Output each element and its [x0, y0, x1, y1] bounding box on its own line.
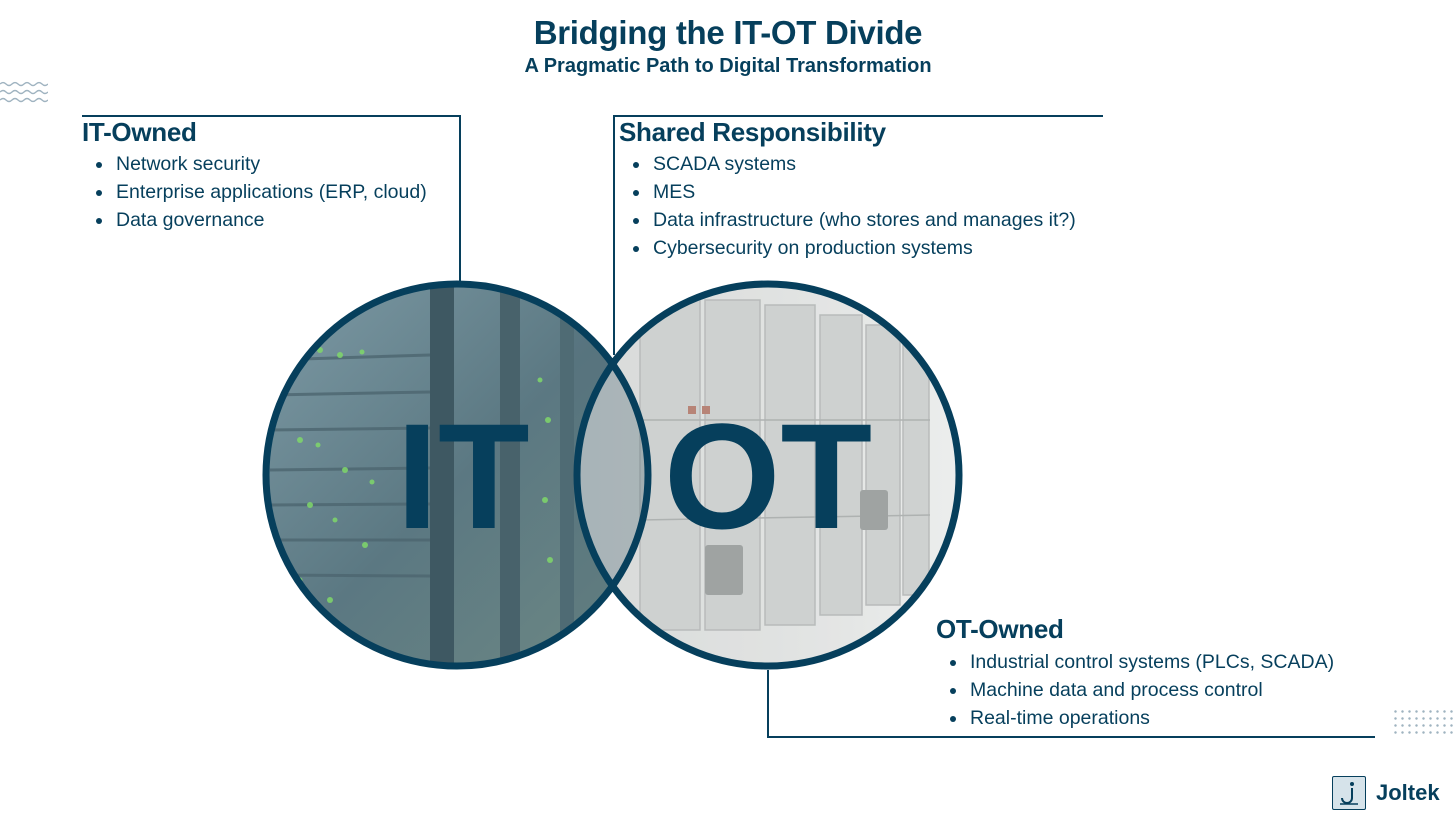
dot-grid-decoration-icon: [1392, 708, 1454, 738]
it-owned-section: IT-Owned Network security Enterprise app…: [82, 117, 427, 234]
page-subtitle: A Pragmatic Path to Digital Transformati…: [524, 55, 932, 77]
it-circle-label: IT: [396, 392, 529, 560]
list-item: Data infrastructure (who stores and mana…: [619, 206, 1076, 234]
list-item: Enterprise applications (ERP, cloud): [82, 178, 427, 206]
brand-name: Joltek: [1376, 780, 1440, 805]
it-server-rack-image: [266, 284, 648, 666]
list-item: Data governance: [82, 206, 427, 234]
ot-circle-label: OT: [664, 392, 872, 560]
ot-owned-list: Industrial control systems (PLCs, SCADA)…: [936, 648, 1334, 732]
list-item: Network security: [82, 150, 427, 178]
ot-owned-bottom-rule: [767, 736, 1375, 738]
shared-responsibility-section: Shared Responsibility SCADA systems MES …: [619, 117, 1076, 262]
ot-owned-connector: [767, 670, 769, 738]
list-item: Cybersecurity on production systems: [619, 234, 1076, 262]
list-item: Industrial control systems (PLCs, SCADA): [936, 648, 1334, 676]
ot-owned-section: OT-Owned Industrial control systems (PLC…: [936, 614, 1334, 732]
list-item: SCADA systems: [619, 150, 1076, 178]
it-owned-top-rule: [82, 115, 461, 117]
ot-switchgear-image: [577, 284, 959, 666]
ot-circle-outline: [573, 280, 963, 670]
list-item: MES: [619, 178, 1076, 206]
j-hook-logo-icon: [1332, 776, 1366, 810]
list-item: Machine data and process control: [936, 676, 1334, 704]
shared-title: Shared Responsibility: [619, 117, 886, 147]
shared-list: SCADA systems MES Data infrastructure (w…: [619, 150, 1076, 262]
wave-decoration-icon: [0, 81, 48, 103]
page-title: Bridging the IT-OT Divide: [533, 14, 923, 51]
brand-logo: Joltek: [1332, 774, 1440, 812]
list-item: Real-time operations: [936, 704, 1334, 732]
it-owned-connector: [459, 115, 461, 281]
it-owned-list: Network security Enterprise applications…: [82, 150, 427, 234]
it-owned-title: IT-Owned: [82, 117, 197, 147]
shared-top-rule: [613, 115, 1103, 117]
ot-owned-title: OT-Owned: [936, 614, 1064, 644]
it-circle-outline: [262, 280, 652, 670]
shared-connector: [613, 115, 615, 355]
